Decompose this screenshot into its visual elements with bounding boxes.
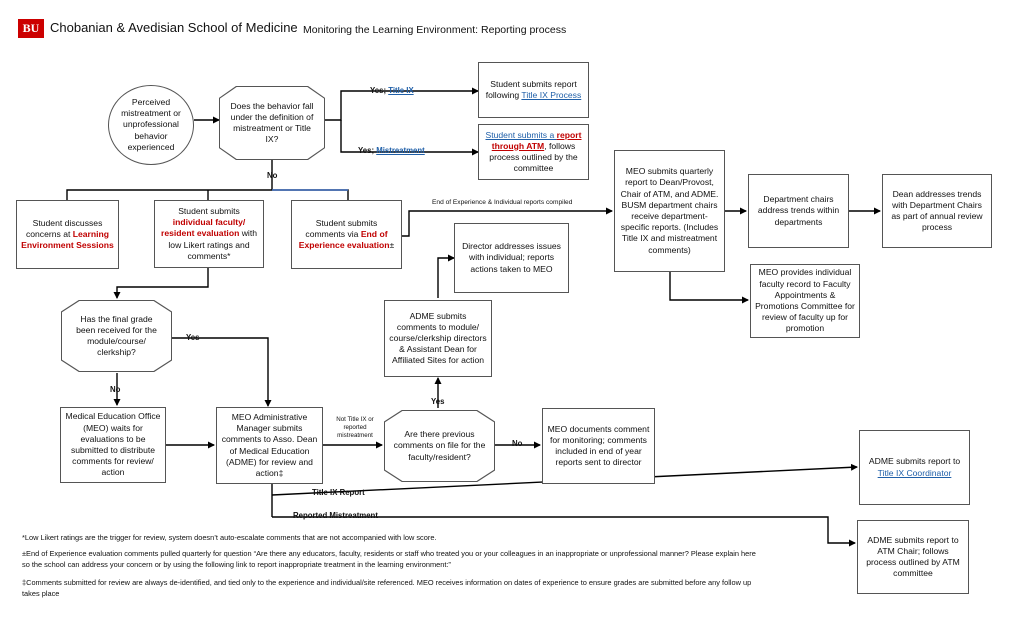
- bu-logo: BU: [18, 19, 44, 38]
- dept-chairs-box: Department chairs address trends within …: [748, 174, 849, 248]
- dept-chairs-text: Department chairs address trends within …: [757, 194, 840, 227]
- atm-report-box: Student submits a report through ATM, fo…: [478, 124, 589, 180]
- faculty-eval-emphasis: individual faculty/ resident evaluation: [161, 217, 246, 239]
- footnote-deidentified: ‡Comments submitted for review are alway…: [22, 578, 752, 598]
- titleix-coordinator-link[interactable]: Title IX Coordinator: [877, 467, 952, 478]
- yes-title-ix-label: Yes; Title IX: [370, 86, 414, 95]
- not-title-ix-label: Not Title IX or reported mistreatment: [336, 416, 374, 439]
- meo-quarterly-box: MEO submits quarterly report to Dean/Pro…: [614, 150, 725, 272]
- title-ix-report-box: Student submits report following Title I…: [478, 62, 589, 118]
- titleix-coordinator-text: ADME submits report to: [868, 456, 961, 467]
- decision-grade-text: Has the final grade been received for th…: [62, 301, 171, 371]
- reported-mistreatment-label: Reported Mistreatment: [293, 511, 378, 520]
- decision-grade: Has the final grade been received for th…: [61, 300, 172, 372]
- learning-sessions-text: Learning Environment Sessions: [21, 228, 114, 251]
- title-ix-report-label: Title IX Report: [312, 488, 365, 497]
- meo-faculty-record-box: MEO provides individual faculty record t…: [750, 264, 860, 338]
- atm-chair-box: ADME submits report to ATM Chair; follow…: [857, 520, 969, 594]
- meo-faculty-record-text: MEO provides individual faculty record t…: [755, 267, 855, 334]
- meo-admin-text: MEO Administrative Manager submits comme…: [221, 411, 318, 478]
- decision-previous-text: Are there previous comments on file for …: [385, 411, 494, 481]
- title-ix-report-text: Student submits report following: [485, 78, 577, 100]
- dean-trends-box: Dean addresses trends with Department Ch…: [882, 174, 992, 248]
- titleix-coordinator-box: ADME submits report to Title IX Coordina…: [859, 430, 970, 505]
- decision-definition-text: Does the behavior fall under the definit…: [220, 87, 324, 159]
- yes-mistreatment-pre: Yes;: [358, 146, 377, 155]
- school-name: Chobanian & Avedisian School of Medicine: [50, 20, 298, 35]
- meo-waits-box: Medical Education Office (MEO) waits for…: [60, 407, 166, 483]
- no-definition-label: No: [267, 171, 278, 180]
- discuss-box: Student discusses concerns at Learning E…: [16, 200, 119, 269]
- faculty-eval-post: with low Likert ratings and comments*: [168, 228, 257, 261]
- meo-quarterly-text: MEO submits quarterly report to Dean/Pro…: [620, 166, 719, 255]
- faculty-eval-text: Student submits: [178, 206, 240, 217]
- eoe-box: Student submits comments via End of Expe…: [291, 200, 402, 269]
- meo-admin-box: MEO Administrative Manager submits comme…: [216, 407, 323, 484]
- director-box: Director addresses issues with individua…: [454, 223, 569, 293]
- meo-documents-box: MEO documents comment for monitoring; co…: [542, 408, 655, 484]
- eoe-emphasis: End of Experience evaluation: [298, 228, 390, 251]
- atm-report-link[interactable]: report through ATM: [491, 129, 582, 151]
- director-text: Director addresses issues with individua…: [462, 241, 561, 274]
- meo-documents-text: MEO documents comment for monitoring; co…: [547, 423, 650, 468]
- eoe-compiled-label: End of Experience & Individual reports c…: [432, 199, 573, 206]
- discuss-text: Student discusses concerns at: [25, 217, 103, 239]
- title-ix-link[interactable]: Title IX: [388, 86, 414, 95]
- atm-submit-link[interactable]: Student submits a: [485, 129, 557, 140]
- dean-trends-text: Dean addresses trends with Department Ch…: [891, 188, 983, 233]
- decision-definition: Does the behavior fall under the definit…: [219, 86, 325, 160]
- mistreatment-link[interactable]: Mistreatment: [376, 146, 425, 155]
- eoe-text: Student submits comments via: [305, 217, 378, 239]
- no-previous-label: No: [512, 439, 523, 448]
- yes-previous-label: Yes: [431, 397, 445, 406]
- faculty-eval-box: Student submits individual faculty/ resi…: [154, 200, 264, 268]
- meo-waits-text: Medical Education Office (MEO) waits for…: [65, 411, 161, 478]
- yes-mistreatment-label: Yes; Mistreatment: [358, 146, 425, 155]
- footnote-eoe: ±End of Experience evaluation comments p…: [22, 549, 756, 569]
- eoe-post: ±: [389, 240, 395, 251]
- footnote-likert: *Low Likert ratings are the trigger for …: [22, 533, 437, 542]
- page-title: Monitoring the Learning Environment: Rep…: [303, 24, 567, 36]
- start-text: Perceived mistreatment or unprofessional…: [121, 97, 181, 152]
- start-circle: Perceived mistreatment or unprofessional…: [108, 85, 194, 165]
- adme-submits-box: ADME submits comments to module/ course/…: [384, 300, 492, 377]
- title-ix-process-link[interactable]: Title IX Process: [521, 90, 582, 100]
- yes-title-ix-pre: Yes;: [370, 86, 389, 95]
- decision-previous: Are there previous comments on file for …: [384, 410, 495, 482]
- atm-chair-text: ADME submits report to ATM Chair; follow…: [866, 534, 960, 579]
- atm-report-text: , follows process outlined by the commit…: [489, 140, 578, 174]
- adme-submits-text: ADME submits comments to module/ course/…: [389, 310, 487, 366]
- no-grade-label: No: [110, 385, 121, 394]
- yes-grade-label: Yes: [186, 333, 200, 342]
